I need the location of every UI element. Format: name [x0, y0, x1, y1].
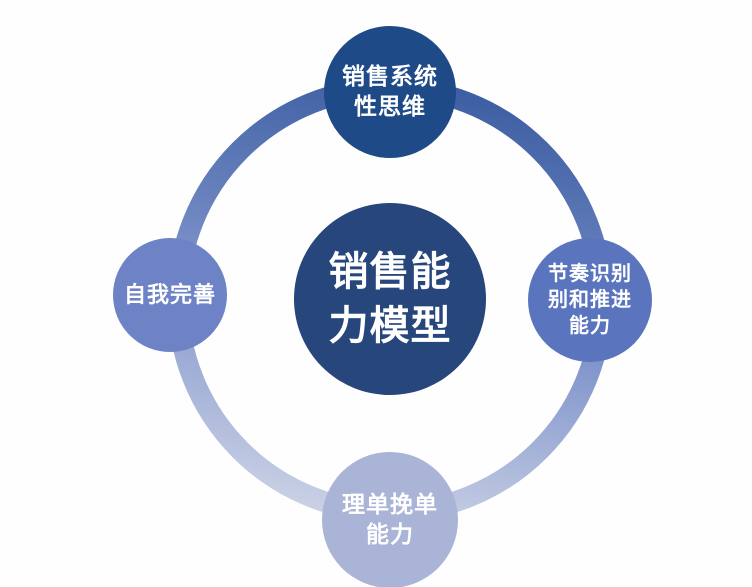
node-label: 节奏识别 别和推进 能力: [548, 263, 632, 337]
node-sales-systematic-thinking: 销售系统 性思维: [324, 26, 456, 158]
diagram-title: 销售能 力模型: [328, 250, 452, 348]
node-rhythm-recognition-advance: 节奏识别 别和推进 能力: [528, 238, 652, 362]
node-label: 销售系统 性思维: [342, 63, 438, 119]
node-center-sales-capability-model: 销售能 力模型: [294, 203, 486, 395]
node-order-handling-retention: 理单挽单 能力: [322, 452, 458, 587]
node-label: 理单挽单 能力: [342, 491, 438, 547]
node-label: 自我完善: [123, 281, 216, 307]
node-self-improvement: 自我完善: [113, 238, 227, 352]
